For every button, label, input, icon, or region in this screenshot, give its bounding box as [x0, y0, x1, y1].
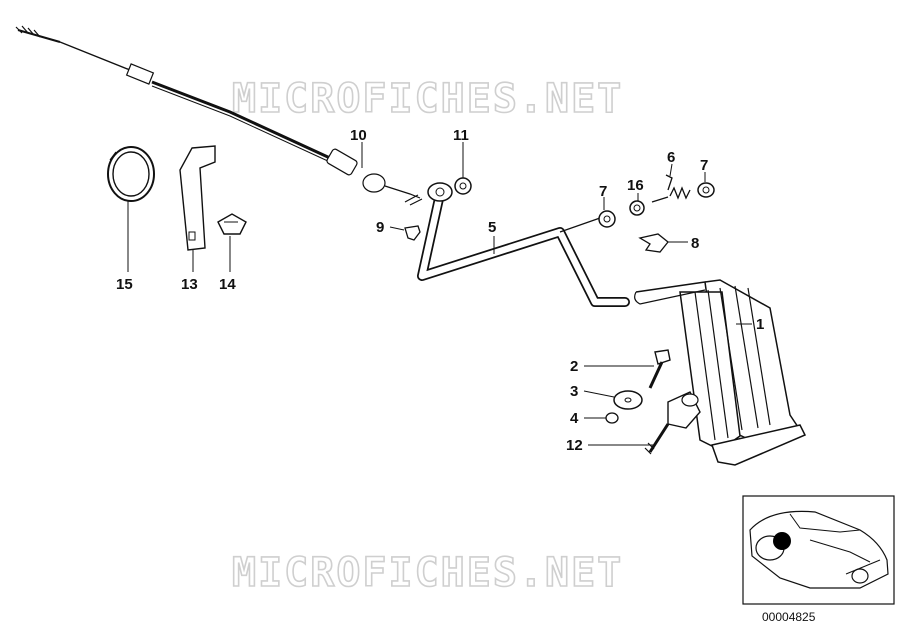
- part-label-7a: 7: [599, 183, 607, 200]
- accelerator-cable: [15, 25, 423, 206]
- bolt-2: [648, 349, 671, 389]
- vehicle-locator-inset: [742, 495, 895, 605]
- part-label-4: 4: [570, 410, 579, 427]
- accelerator-rod: [417, 182, 630, 307]
- part-label-14: 14: [219, 276, 236, 293]
- part-label-13: 13: [181, 276, 198, 293]
- kickdown-switch-12: [644, 391, 701, 455]
- bushing-11: [454, 177, 472, 195]
- washer-3: [613, 390, 643, 410]
- watermark-bottom: MICROFICHES.NET: [232, 550, 623, 596]
- part-label-6: 6: [667, 149, 675, 166]
- leader-lines: [127, 142, 752, 446]
- part-label-9: 9: [376, 219, 384, 236]
- part-label-16: 16: [627, 177, 644, 194]
- nut-4: [605, 412, 619, 424]
- clip-9: [404, 225, 421, 241]
- bracket-13: [179, 145, 216, 251]
- clip-14: [217, 213, 247, 235]
- part-label-5: 5: [488, 219, 496, 236]
- location-marker: [773, 532, 791, 550]
- accelerator-pedal: [634, 279, 807, 466]
- diagram-number: 00004825: [762, 610, 816, 624]
- part-label-10: 10: [350, 127, 367, 144]
- part-label-11: 11: [453, 127, 469, 144]
- hose-clamp-15: [107, 146, 155, 202]
- part-label-8: 8: [691, 235, 699, 252]
- part-label-15: 15: [116, 276, 133, 293]
- spring-6: [651, 174, 691, 203]
- bushing-7b: [697, 182, 715, 198]
- bushing-7a: [598, 210, 616, 228]
- part-label-7b: 7: [700, 157, 708, 174]
- part-label-1: 1: [756, 316, 764, 333]
- watermark-top: MICROFICHES.NET: [232, 76, 623, 122]
- part-label-3: 3: [570, 383, 578, 400]
- retaining-clip-8: [638, 233, 669, 253]
- washer-16: [629, 200, 645, 216]
- part-label-12: 12: [566, 437, 583, 454]
- part-label-2: 2: [570, 358, 578, 375]
